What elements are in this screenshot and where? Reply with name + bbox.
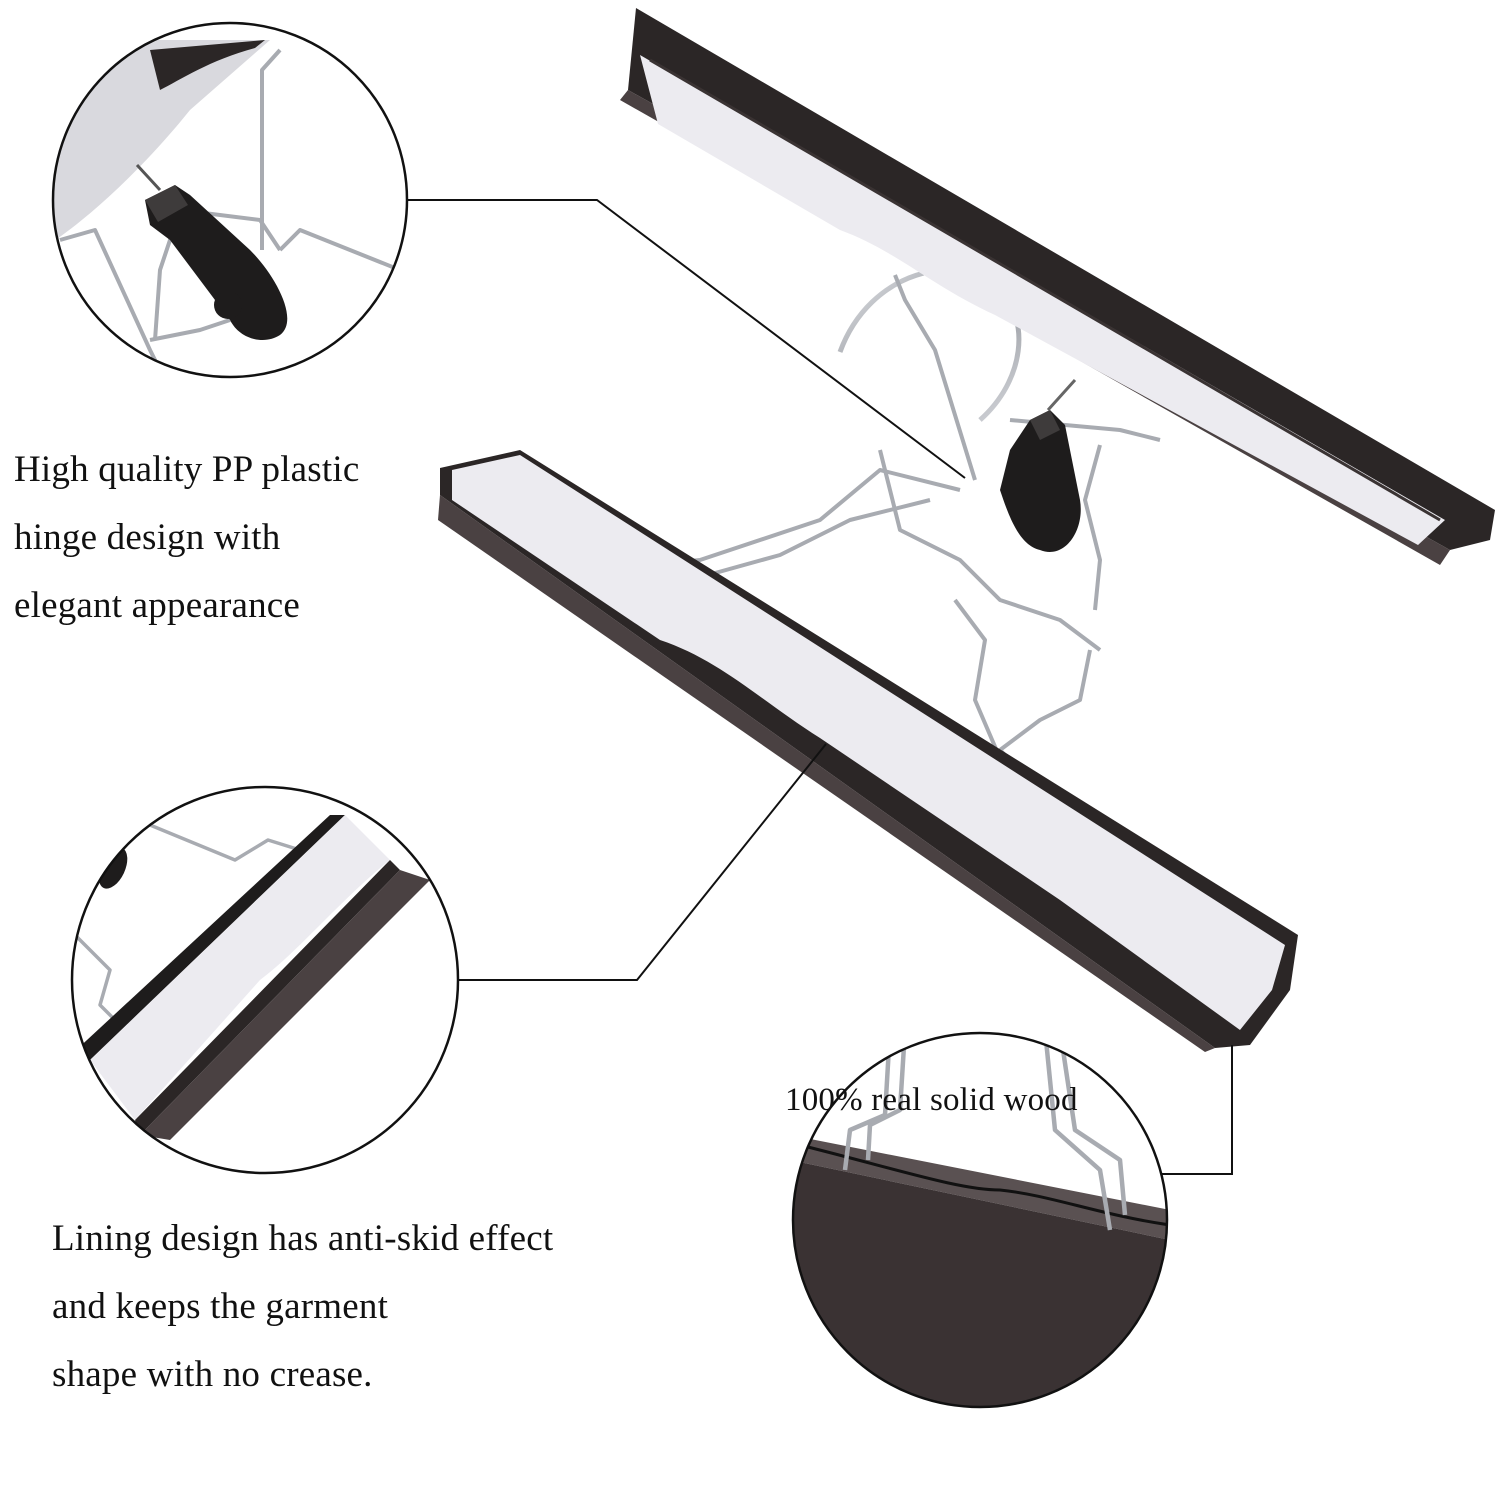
caption-lining: Lining design has anti-skid effect and k… <box>52 1205 553 1409</box>
callout-line-lining <box>432 743 827 981</box>
detail-circle-hinge <box>51 21 409 379</box>
callout-lines <box>405 199 1233 1175</box>
hinge-center <box>1000 378 1081 552</box>
caption-hinge-line-1: High quality PP plastic <box>14 449 360 490</box>
caption-hinge-line-3: elegant appearance <box>14 585 301 626</box>
caption-hinge-line-2: hinge design with <box>14 517 281 558</box>
main-hanger <box>438 8 1495 1052</box>
callout-line-hinge <box>405 199 966 479</box>
callout-line-wood <box>1162 1045 1233 1175</box>
caption-wood: 100% real solid wood <box>785 1080 1078 1120</box>
detail-circle-lining <box>70 785 460 1175</box>
caption-lining-line-2: and keeps the garment <box>52 1286 389 1327</box>
caption-lining-line-1: Lining design has anti-skid effect <box>52 1218 554 1259</box>
caption-lining-line-3: shape with no crease. <box>52 1354 373 1395</box>
caption-wood-line-1: 100% real solid wood <box>785 1082 1078 1118</box>
caption-hinge: High quality PP plastic hinge design wit… <box>14 436 359 640</box>
detail-circle-wood <box>791 1031 1169 1409</box>
